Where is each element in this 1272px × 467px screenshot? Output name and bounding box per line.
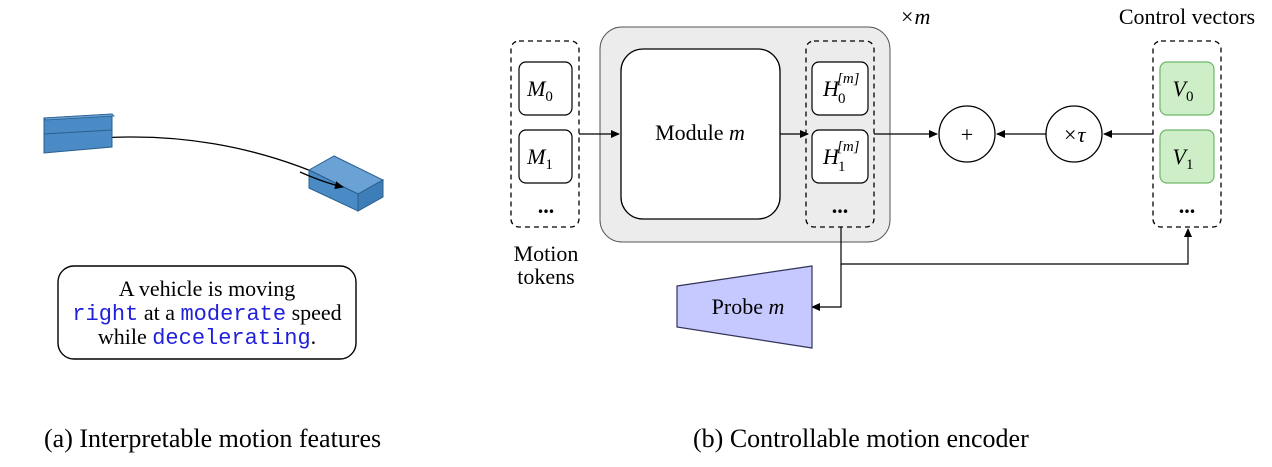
control-ellipsis: ... xyxy=(1179,193,1196,218)
svg-text:V1: V1 xyxy=(1173,144,1194,173)
svg-text:[m]: [m] xyxy=(837,71,860,87)
svg-text:M0: M0 xyxy=(526,76,553,105)
svg-text:H: H xyxy=(822,144,840,169)
vehicle-start-icon xyxy=(43,113,115,154)
hidden-ellipsis: ... xyxy=(832,193,849,218)
keyword-speed: moderate xyxy=(180,302,286,327)
hidden-to-control-arrow xyxy=(840,227,1192,265)
caption-a: (a) Interpretable motion features xyxy=(44,424,381,453)
hidden-to-probe-arrow xyxy=(811,264,842,311)
control-vectors-label: Control vectors xyxy=(1119,4,1255,29)
vehicle-end-icon xyxy=(307,155,385,212)
scale-node xyxy=(1045,105,1103,163)
control-v0 xyxy=(1159,61,1215,116)
repeat-label: ×m xyxy=(900,4,931,29)
motion-tokens-label-2: tokens xyxy=(517,264,574,289)
keyword-direction: right xyxy=(72,302,138,327)
svg-text:0: 0 xyxy=(838,91,846,107)
keyword-acceleration: decelerating xyxy=(152,326,310,351)
svg-text:×τ: ×τ xyxy=(1063,122,1087,147)
token-m1 xyxy=(518,129,573,184)
svg-text:[m]: [m] xyxy=(837,139,860,155)
svg-text:H: H xyxy=(822,76,840,101)
hidden-states-group xyxy=(805,40,875,228)
motion-tokens-group xyxy=(510,40,580,228)
add-node xyxy=(938,105,996,163)
panel-a: A vehicle is moving right at a moderate … xyxy=(43,113,385,453)
motion-tokens-label-1: Motion xyxy=(514,241,579,266)
svg-text:V0: V0 xyxy=(1173,76,1194,105)
panel-b: ×m M0 M1 ... Motion tokens Module m H [m… xyxy=(510,4,1255,453)
probe-label: Probe m xyxy=(712,294,785,319)
svg-text:+: + xyxy=(961,122,973,147)
trajectory-curve xyxy=(77,136,344,186)
description-line-3: while decelerating. xyxy=(98,324,316,351)
description-box xyxy=(57,265,357,360)
hidden-h0 xyxy=(811,61,869,116)
caption-b: (b) Controllable motion encoder xyxy=(693,424,1029,453)
control-vectors-group xyxy=(1152,40,1222,228)
tokens-ellipsis: ... xyxy=(538,193,555,218)
description-line-1: A vehicle is moving xyxy=(119,276,296,301)
control-v1 xyxy=(1159,129,1215,184)
svg-text:M1: M1 xyxy=(526,144,553,173)
svg-text:1: 1 xyxy=(838,159,846,175)
probe-block xyxy=(676,265,813,349)
module-label: Module m xyxy=(655,120,745,145)
hidden-h1 xyxy=(811,129,869,184)
token-m0 xyxy=(518,61,573,116)
description-line-2: right at a moderate speed xyxy=(72,300,341,327)
